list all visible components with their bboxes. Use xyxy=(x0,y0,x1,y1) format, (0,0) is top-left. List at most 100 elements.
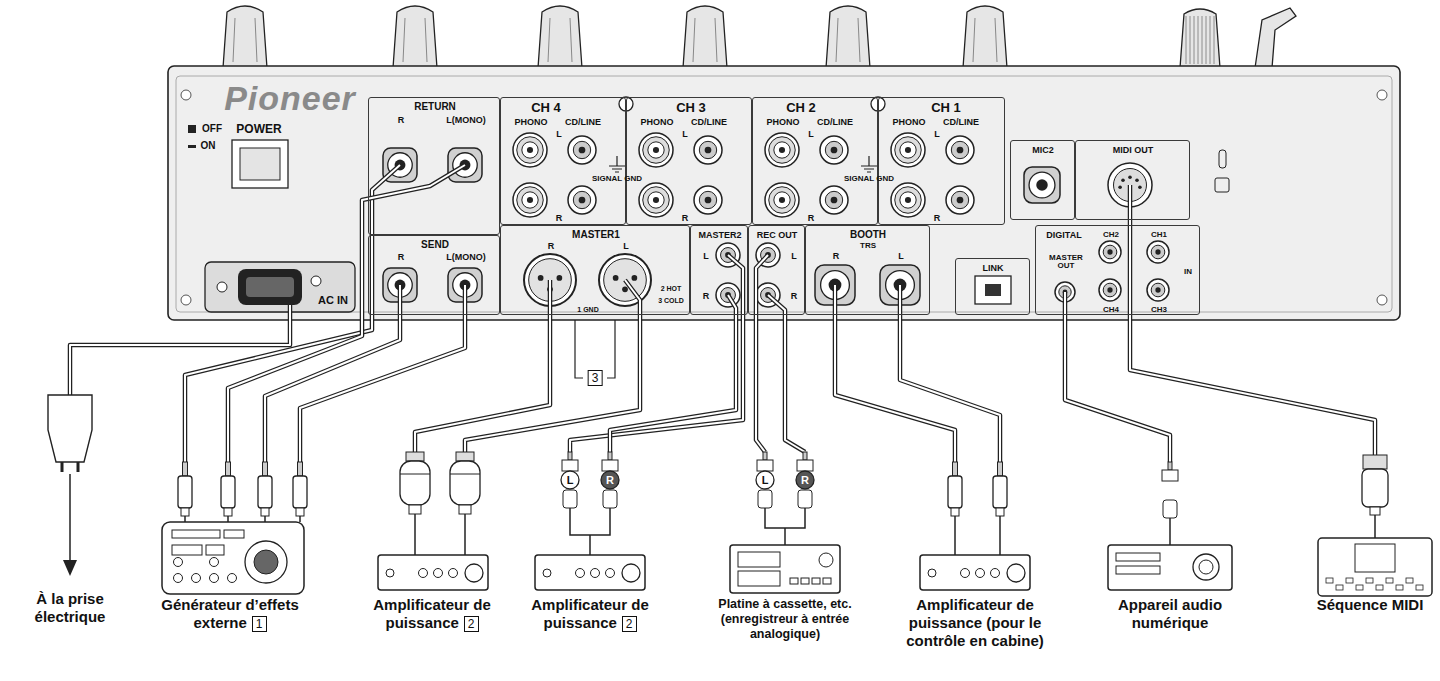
plug-tip xyxy=(263,462,268,476)
jack-ring xyxy=(769,187,796,214)
panel-button xyxy=(224,530,244,538)
rca-jack xyxy=(946,136,974,164)
connector-panel: MASTER2LR xyxy=(690,225,748,315)
small-knob xyxy=(991,569,1000,578)
screw xyxy=(181,90,191,100)
cable-core xyxy=(228,165,465,462)
terminal-label: CH3 xyxy=(1151,306,1167,314)
cord xyxy=(1169,518,1171,545)
plug-tip xyxy=(298,462,303,476)
channel-letter: R xyxy=(606,475,614,486)
channel-letter: L xyxy=(567,475,574,486)
connector-panel: REC OUTLR xyxy=(748,225,805,315)
terminal-label: CD/LINE xyxy=(943,118,979,127)
cable xyxy=(610,295,736,452)
disc-tray xyxy=(1116,553,1160,561)
terminal-label: L xyxy=(808,130,814,139)
panel-title: CH 2 xyxy=(786,101,816,114)
cord xyxy=(414,514,416,555)
jack-hole xyxy=(1107,287,1112,292)
panel-title: REC OUT xyxy=(757,231,798,240)
pin-hole xyxy=(1138,185,1142,189)
plug-body xyxy=(178,476,192,508)
terminal-label: L xyxy=(934,130,940,139)
plug-tip xyxy=(1168,462,1172,470)
sequencer-key xyxy=(1416,585,1423,590)
cable xyxy=(900,285,1000,462)
cable-core xyxy=(835,285,955,462)
caption-group: Appareil audio numérique xyxy=(1105,596,1235,632)
small-knob xyxy=(174,574,183,583)
midi-sequencer xyxy=(1318,538,1432,596)
phono-jack xyxy=(765,183,799,217)
panel-title: MASTER2 xyxy=(698,231,741,240)
terminal-label: L xyxy=(703,252,709,261)
small-knob xyxy=(210,558,219,567)
plug-band xyxy=(450,474,480,475)
cord xyxy=(184,516,186,522)
connector-panel: MASTER1RL1 GND2 HOT3 COLD xyxy=(500,225,690,315)
rca-plug xyxy=(757,452,773,508)
jack-body xyxy=(946,136,974,164)
plug-relief xyxy=(951,508,959,516)
small-knob xyxy=(449,569,458,578)
plug-body xyxy=(258,476,272,508)
pin-hole xyxy=(632,275,638,281)
jack-hole xyxy=(1036,179,1048,191)
plug-tip xyxy=(608,452,612,460)
ac-inlet-plate xyxy=(205,262,355,312)
jack-ring xyxy=(825,141,842,158)
channel-letter: L xyxy=(762,475,769,486)
jack-ring xyxy=(573,191,590,208)
jack-hole xyxy=(831,197,838,204)
knob xyxy=(538,6,582,68)
plug-body xyxy=(450,461,480,505)
jack-ring xyxy=(643,187,670,214)
connector-panel: MIC2 xyxy=(1010,140,1075,220)
plug-body xyxy=(400,461,430,505)
power-switch xyxy=(232,140,288,188)
jack-hole xyxy=(1155,287,1160,292)
panel-title: RETURN xyxy=(414,102,456,112)
trs-plug xyxy=(293,462,307,516)
terminal-label: L xyxy=(898,252,904,261)
terminal-label: R xyxy=(398,253,405,262)
amplifier xyxy=(920,555,1030,590)
connector-panel: CH 3PHONOCD/LINELR xyxy=(626,97,752,225)
arrow-head xyxy=(63,560,77,576)
cable xyxy=(570,255,743,452)
terminal-label: CD/LINE xyxy=(691,118,727,127)
jack-ring xyxy=(769,137,796,164)
caption-group: Amplificateur de puissance2 xyxy=(357,596,507,632)
cord xyxy=(264,516,266,522)
jack-ring xyxy=(699,191,716,208)
jack-hole xyxy=(1155,249,1160,254)
caption-group: Amplificateur de puissance (pour le cont… xyxy=(890,596,1060,650)
jack-body xyxy=(1099,241,1121,263)
cassette-deck xyxy=(730,545,840,593)
trs-plug xyxy=(221,462,235,516)
cord xyxy=(765,508,805,528)
terminal-label: PHONO xyxy=(892,118,925,127)
panel-button xyxy=(172,530,220,538)
jack-hole xyxy=(653,147,659,153)
ground-label: SIGNAL GND xyxy=(844,175,894,183)
pin-hole xyxy=(613,275,619,281)
device-caption: Séquence MIDI xyxy=(1317,596,1424,613)
cable xyxy=(465,280,640,452)
connector-panel: DIGITALCH2CH1MASTER OUTINCH4CH3 xyxy=(1035,225,1200,315)
plug-body xyxy=(1163,500,1177,518)
plug-band xyxy=(400,474,430,475)
plug-relief xyxy=(459,505,471,514)
callout-number: 3 xyxy=(588,370,603,386)
trs-plug xyxy=(258,462,272,516)
phono-jack xyxy=(513,133,547,167)
plug-tip xyxy=(183,462,188,476)
small-knob xyxy=(819,553,833,567)
caption-group: Générateur d’effets externe1 xyxy=(145,596,315,632)
cassette-slot xyxy=(738,552,780,567)
pin-hole xyxy=(557,275,563,281)
switch-label: OFF xyxy=(202,124,222,134)
cable-core xyxy=(768,295,805,452)
cable xyxy=(265,285,400,462)
